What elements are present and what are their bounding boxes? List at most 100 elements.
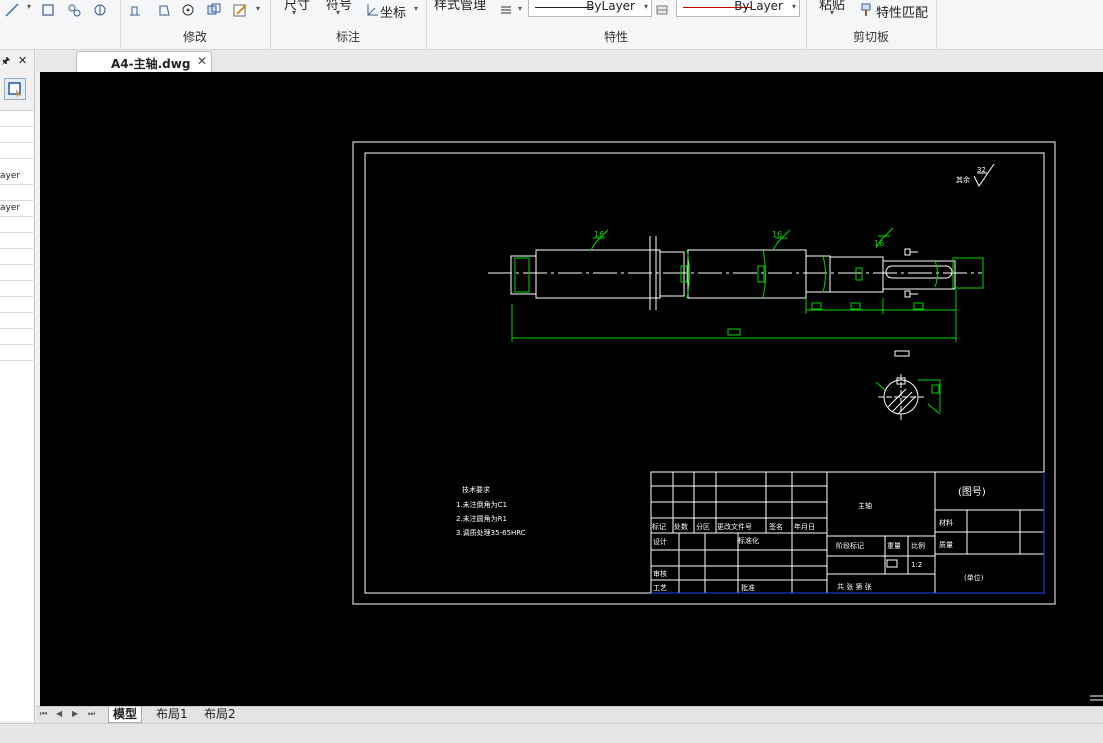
property-row[interactable]: [0, 111, 33, 127]
color-swatch-icon[interactable]: [654, 2, 670, 18]
tb-sheets-label: 共 张 第 张: [837, 582, 872, 591]
tb-scale-value: 1:2: [911, 561, 922, 569]
tb-design-label: 设计: [653, 537, 667, 546]
properties-palette: 🖈 ✕ ayer ayer: [0, 50, 35, 722]
tech-req-1: 1.未注倒角为C1: [456, 500, 507, 509]
modify-more-arrow-icon[interactable]: ▾: [256, 4, 261, 13]
document-tab-bar: A4-主轴.dwg ✕: [36, 50, 1103, 73]
stretch-tool-icon[interactable]: [127, 2, 143, 18]
shaft-section-view: [875, 350, 941, 420]
quick-select-button[interactable]: [4, 78, 26, 100]
property-row[interactable]: [0, 345, 33, 361]
layout-tab-bar: ⏮ ◀ ▶ ⏭ 模型 布局1 布局2: [36, 706, 1103, 723]
tab-layout2[interactable]: 布局2: [204, 707, 236, 721]
linetype-arrow-icon: ▾: [643, 2, 648, 11]
rect-tool-icon[interactable]: [40, 2, 56, 18]
property-row[interactable]: [0, 265, 33, 281]
coordinate-button[interactable]: 坐标: [380, 6, 407, 21]
ribbon-group-properties: 样式管理 ▾ ByLayer ▾ ByLayer ▾ 特性: [426, 0, 807, 49]
technical-requirements: 技术要求 1.未注倒角为C1 2.未注圆角为R1 3.调质处理35-65HRC: [456, 485, 526, 537]
tb-ratio-label: 比例: [911, 541, 925, 550]
drawing-svg: 其余 32: [352, 141, 1103, 701]
property-row[interactable]: [0, 329, 33, 345]
region-tool-icon[interactable]: [92, 2, 108, 18]
property-row[interactable]: [0, 233, 33, 249]
sheet-outer-frame: [352, 141, 1056, 605]
coordinate-icon: [364, 2, 380, 18]
property-row[interactable]: [0, 185, 33, 201]
property-row[interactable]: ayer: [0, 169, 33, 185]
tech-req-title: 技术要求: [462, 485, 490, 494]
palette-close-icon[interactable]: ✕: [18, 54, 28, 67]
line-dropdown-arrow-icon[interactable]: ▾: [27, 2, 32, 11]
property-row[interactable]: [0, 297, 33, 313]
tab-model[interactable]: 模型: [108, 707, 143, 723]
rotate-tool-icon[interactable]: [180, 2, 196, 18]
offset-tool-icon[interactable]: [156, 2, 172, 18]
tb-review-label: 审核: [653, 569, 667, 578]
roughness-value-1: 16: [594, 230, 604, 239]
roughness-rest-value: 32: [977, 166, 986, 174]
roughness-symbol-default: 其余 32: [956, 163, 995, 187]
linetype-value: ByLayer: [586, 0, 635, 13]
tech-req-3: 3.调质处理35-65HRC: [456, 528, 526, 537]
lineweight-icon[interactable]: [498, 2, 514, 18]
color-select[interactable]: ByLayer ▾: [676, 0, 800, 17]
document-close-icon[interactable]: ✕: [196, 54, 207, 68]
tb-date-label: 年月日: [794, 522, 815, 531]
dimension-button[interactable]: 尺寸: [284, 0, 311, 13]
array-tool-icon[interactable]: [206, 2, 222, 18]
roughness-value-3: 16: [874, 239, 884, 248]
property-row[interactable]: [0, 143, 33, 159]
tb-approve-label: 批准: [741, 583, 755, 592]
palette-header: 🖈 ✕: [0, 52, 34, 72]
property-row[interactable]: [0, 281, 33, 297]
linetype-select[interactable]: ByLayer ▾: [528, 0, 652, 17]
property-row[interactable]: [0, 217, 33, 233]
tech-req-2: 2.未注圆角为R1: [456, 514, 507, 523]
tb-count-label: 处数: [674, 522, 688, 531]
coordinate-arrow-icon[interactable]: ▾: [414, 4, 419, 13]
document-tab-title: A4-主轴.dwg: [111, 57, 191, 71]
tb-docno-label: 更改文件号: [717, 522, 752, 531]
nav-first-icon[interactable]: ⏮: [40, 709, 48, 718]
match-properties-icon: [858, 2, 874, 18]
ribbon-group-annotate: 尺寸 ▾ 符号 ▾ 坐标 ▾ 标注: [270, 0, 427, 49]
match-properties-button[interactable]: 特性匹配: [876, 6, 929, 21]
property-row[interactable]: ayer: [0, 201, 33, 217]
nav-next-icon[interactable]: ▶: [72, 709, 79, 718]
tb-mark-label: 标记: [652, 522, 666, 531]
property-row[interactable]: [0, 313, 33, 329]
style-manager-button[interactable]: 样式管理: [434, 0, 487, 13]
tb-drawing-number: (图号): [958, 486, 986, 498]
lineweight-arrow-icon[interactable]: ▾: [518, 4, 523, 13]
title-block: 主轴 (图号) 材料 质量 (单位) 阶段标记 重量 比例 1:2 共 张 第 …: [650, 471, 1045, 594]
dimension-arrow-icon[interactable]: ▾: [292, 8, 297, 17]
line-tool-icon[interactable]: [4, 2, 20, 18]
palette-property-list: ayer ayer: [0, 110, 33, 721]
ribbon: ▾ ▾ 修改 尺寸 ▾ 符号 ▾: [0, 0, 1103, 50]
symbol-button[interactable]: 符号: [326, 0, 353, 13]
paste-arrow-icon[interactable]: ▾: [830, 8, 835, 17]
property-row[interactable]: [0, 127, 33, 143]
properties-group-label: 特性: [603, 30, 628, 44]
tab-layout1[interactable]: 布局1: [156, 707, 188, 721]
paste-button[interactable]: 粘贴: [819, 0, 846, 13]
clipboard-group-label: 剪切板: [852, 30, 889, 44]
pattern-tool-icon[interactable]: [66, 2, 82, 18]
symbol-arrow-icon[interactable]: ▾: [336, 8, 341, 17]
document-tab[interactable]: A4-主轴.dwg ✕: [76, 51, 212, 73]
property-row[interactable]: [0, 249, 33, 265]
modify-group-label: 修改: [182, 30, 207, 44]
ribbon-group-clipboard: 粘贴 ▾ 特性匹配 剪切板: [806, 0, 937, 49]
ribbon-group-modify: ▾ 修改: [120, 0, 271, 49]
drawing-canvas[interactable]: 其余 32: [40, 72, 1103, 706]
edit-tool-icon[interactable]: [232, 2, 248, 18]
nav-last-icon[interactable]: ⏭: [88, 709, 96, 718]
nav-prev-icon[interactable]: ◀: [56, 709, 63, 718]
status-bar: [0, 723, 1103, 743]
tb-mass-label: 重量: [887, 542, 901, 550]
tb-stage-label: 阶段标记: [836, 541, 864, 550]
pin-icon[interactable]: 🖈: [1, 56, 11, 67]
tb-process-label: 工艺: [653, 584, 667, 592]
